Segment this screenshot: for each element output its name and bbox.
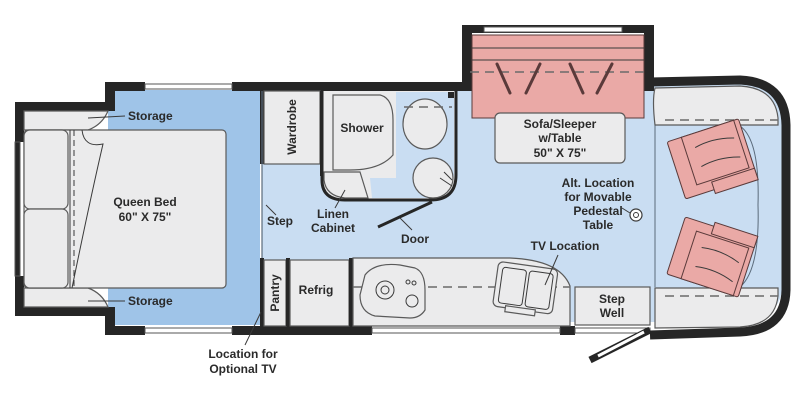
sofa-sleeper-cushion [471, 34, 645, 119]
door-label: Door [401, 232, 429, 246]
linen-cabinet [323, 171, 369, 199]
shower-label: Shower [340, 121, 384, 135]
storage-bottom [23, 287, 109, 308]
storage-top-label: Storage [128, 109, 173, 123]
sofa-label-3: 50" X 75" [534, 146, 587, 160]
queen-bed-label-2: 60" X 75" [119, 210, 172, 224]
window-bottom-bedroom [144, 327, 233, 334]
sofa-label-2: w/Table [537, 131, 581, 145]
pillow-bottom [23, 208, 69, 289]
step-well [574, 286, 651, 326]
pantry-label: Pantry [268, 274, 282, 312]
alt-location-label-4: Table [583, 218, 614, 232]
queen-bed [23, 129, 227, 289]
bedroom: Storage Storage Queen Bed 60" X 75" [14, 109, 227, 308]
dash-bottom [654, 287, 779, 329]
queen-bed-label-1: Queen Bed [113, 195, 176, 209]
alt-location-label-1: Alt. Location [562, 176, 635, 190]
alt-location-label-3: Pedestal [573, 204, 622, 218]
captain-chair-driver [667, 118, 759, 199]
optional-tv-label-1: Location for [208, 347, 278, 361]
step-well-label-1: Step [599, 292, 625, 306]
shower [332, 94, 394, 171]
dash-top [652, 85, 779, 126]
sofa-legs [495, 62, 614, 95]
storage-top [23, 110, 109, 131]
linen-label-1: Linen [317, 207, 349, 221]
pedestal-icon [629, 208, 643, 222]
cab-wall [649, 75, 791, 340]
cooktop [359, 263, 426, 319]
bath-door [377, 200, 433, 229]
tv-location-label: TV Location [531, 239, 600, 253]
refrigerator [289, 259, 350, 327]
sofa-slideout: Sofa/Sleeper w/Table 50" X 75" [462, 25, 654, 164]
bath-sink [412, 157, 454, 199]
refrig-label: Refrig [299, 283, 334, 297]
entry-door [588, 326, 652, 364]
alt-location-label-2: for Movable [564, 190, 632, 204]
step-well-label-2: Well [600, 306, 624, 320]
storage-bottom-label: Storage [128, 294, 173, 308]
pedestal-location: Alt. Location for Movable Pedestal Table [562, 176, 643, 232]
optional-tv-label-2: Optional TV [209, 362, 276, 376]
linen-label-2: Cabinet [311, 221, 355, 235]
cab-floor [739, 125, 759, 288]
step-label: Step [267, 214, 293, 228]
window-top-bedroom [144, 83, 233, 90]
wardrobe-label: Wardrobe [285, 99, 299, 155]
window-bottom-galley [371, 327, 561, 334]
outer-walls [15, 75, 791, 340]
bath-area: Wardrobe Shower Linen Cabinet Door Step [260, 90, 458, 246]
cab [652, 85, 779, 329]
sofa-table [494, 112, 626, 164]
galley-sink [492, 261, 559, 317]
galley: Pantry Refrig TV Location Step Well [208, 239, 652, 376]
toilet [402, 98, 448, 150]
pillow-top [23, 129, 69, 210]
sofa-label-1: Sofa/Sleeper [524, 117, 597, 131]
captain-chair-passenger [666, 216, 759, 298]
